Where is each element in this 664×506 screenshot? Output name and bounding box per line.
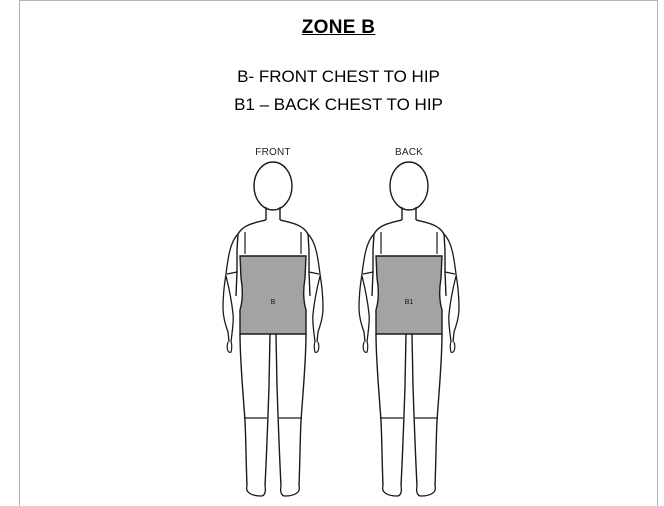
back-zone-label: B1 <box>405 299 414 306</box>
front-zone-label: B <box>271 299 276 306</box>
front-body-figure <box>223 162 323 496</box>
back-body-figure <box>359 162 459 496</box>
